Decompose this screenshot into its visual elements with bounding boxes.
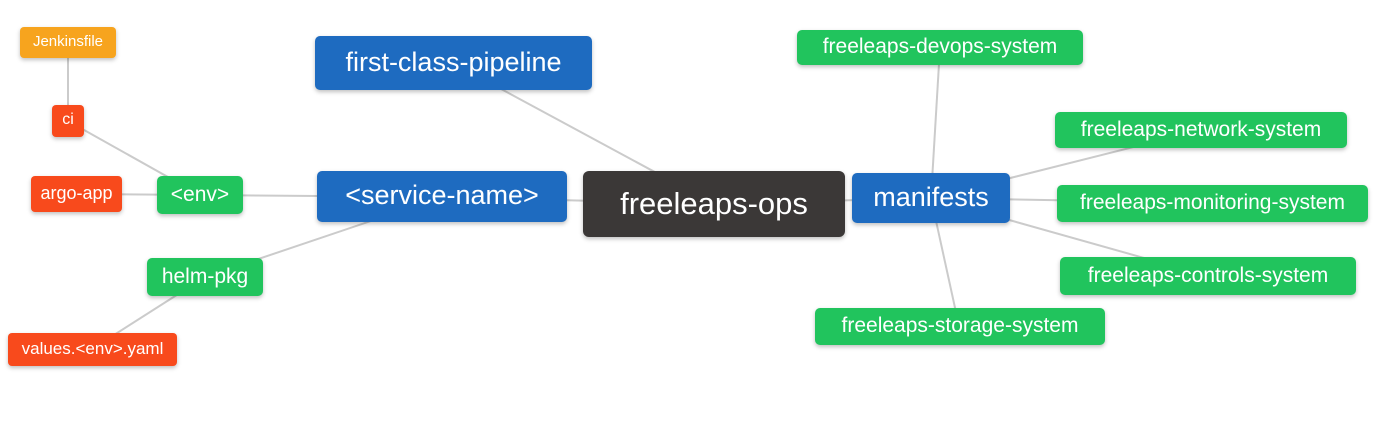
node-values-env-yaml-label: values.<env>.yaml — [21, 339, 164, 358]
node-service-name[interactable]: <service-name> — [317, 171, 567, 222]
node-first-class-pipeline[interactable]: first-class-pipeline — [315, 36, 592, 90]
node-env[interactable]: <env> — [157, 176, 243, 214]
node-values-env-yaml[interactable]: values.<env>.yaml — [8, 333, 177, 366]
node-argo-app-label: argo-app — [40, 183, 113, 203]
node-freeleaps-storage-system[interactable]: freeleaps-storage-system — [815, 308, 1105, 345]
node-jenkinsfile[interactable]: Jenkinsfile — [20, 27, 116, 58]
node-freeleaps-network-system[interactable]: freeleaps-network-system — [1055, 112, 1347, 148]
node-helm-pkg[interactable]: helm-pkg — [147, 258, 263, 296]
node-manifests-label: manifests — [873, 181, 989, 212]
node-manifests[interactable]: manifests — [852, 173, 1010, 223]
node-freeleaps-network-system-label: freeleaps-network-system — [1080, 117, 1322, 141]
node-ci[interactable]: ci — [52, 105, 84, 137]
node-jenkinsfile-label: Jenkinsfile — [32, 33, 104, 50]
node-ci-label: ci — [62, 111, 74, 128]
node-freeleaps-storage-system-label: freeleaps-storage-system — [841, 314, 1079, 337]
node-first-class-pipeline-label: first-class-pipeline — [345, 46, 562, 77]
node-freeleaps-monitoring-system[interactable]: freeleaps-monitoring-system — [1057, 185, 1368, 222]
node-freeleaps-controls-system-label: freeleaps-controls-system — [1087, 263, 1329, 287]
node-freeleaps-controls-system[interactable]: freeleaps-controls-system — [1060, 257, 1356, 295]
node-freeleaps-devops-system-label: freeleaps-devops-system — [822, 35, 1058, 58]
node-helm-pkg-label: helm-pkg — [161, 264, 249, 288]
node-service-name-label: <service-name> — [345, 180, 539, 210]
node-env-label: <env> — [170, 182, 230, 206]
node-freeleaps-devops-system[interactable]: freeleaps-devops-system — [797, 30, 1083, 65]
edge-manifests-devops-system — [930, 46, 941, 199]
node-argo-app[interactable]: argo-app — [31, 176, 122, 212]
node-freeleaps-monitoring-system-label: freeleaps-monitoring-system — [1080, 191, 1345, 214]
node-freeleaps-ops-label: freeleaps-ops — [620, 185, 808, 221]
node-freeleaps-ops-root[interactable]: freeleaps-ops — [583, 171, 845, 237]
